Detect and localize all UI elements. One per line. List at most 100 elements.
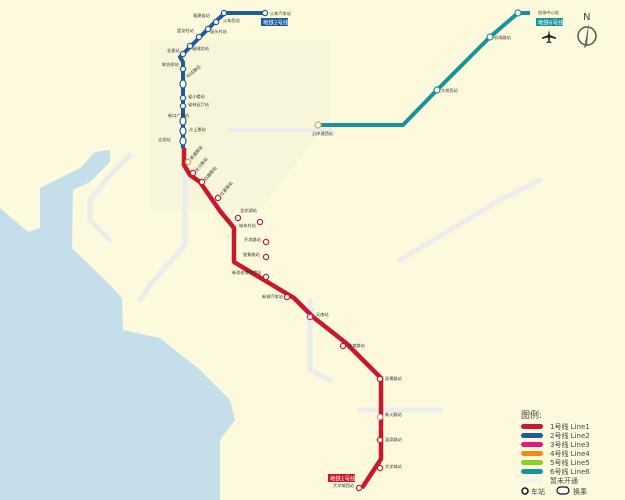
compass-icon: N xyxy=(577,12,597,48)
station-label: 金星站 xyxy=(167,47,180,54)
station-marker[interactable] xyxy=(306,313,314,321)
line2-badge xyxy=(261,18,288,26)
legend-swatch xyxy=(521,424,543,429)
urban-district xyxy=(150,40,330,210)
station-marker[interactable] xyxy=(314,121,322,129)
station-label: 温泉路站 xyxy=(385,436,402,443)
station-label: 盘龙村站 xyxy=(177,27,194,34)
station-label: 城东村站 xyxy=(239,222,256,229)
station-marker[interactable] xyxy=(179,50,187,58)
legend-label: 3号线 Line3 xyxy=(550,440,590,449)
station-label: 新发老博物馆站 xyxy=(232,269,261,276)
planned-lines xyxy=(87,127,543,413)
station-marker[interactable] xyxy=(256,218,264,226)
transfer-marker[interactable] xyxy=(179,126,187,136)
line2-badge-label: 地铁2号线 xyxy=(263,19,289,27)
station-label: 火车汽车站 xyxy=(270,10,291,17)
station-marker[interactable] xyxy=(195,33,203,41)
water-body xyxy=(0,150,235,500)
transfer-marker[interactable] xyxy=(179,79,187,89)
station-marker[interactable] xyxy=(261,9,269,17)
station-label: 星象路站 xyxy=(243,251,260,258)
legend-item-line5: 5号线 Line5 xyxy=(521,458,590,467)
legend-transfer-label: 换乘 xyxy=(573,487,587,496)
legend-swatch xyxy=(521,451,543,456)
legend-swatch xyxy=(521,442,543,447)
station-marker[interactable] xyxy=(514,9,522,17)
station-marker[interactable] xyxy=(179,65,187,73)
station-marker[interactable] xyxy=(262,253,270,261)
station-marker[interactable] xyxy=(376,436,384,444)
line1-stations xyxy=(184,158,384,492)
station-marker[interactable] xyxy=(376,464,384,472)
legend: 图例: 1号线 Line1 2号线 Line2 3号线 Line3 4号线 Li… xyxy=(521,409,590,496)
station-label: 福绒坊站 xyxy=(192,45,209,52)
legend-swatch xyxy=(521,478,543,483)
station-marker[interactable] xyxy=(186,42,194,50)
line1-track[interactable] xyxy=(181,148,384,490)
station-marker[interactable] xyxy=(376,413,384,421)
station-label: 省小楼站 xyxy=(188,93,205,100)
station-marker[interactable] xyxy=(283,293,291,301)
station-marker[interactable] xyxy=(339,342,347,350)
station-label: 沿岸浦西站 xyxy=(312,130,333,137)
station-label: 吉龙站 xyxy=(158,136,171,143)
legend-title: 图例: xyxy=(521,409,542,421)
station-marker[interactable] xyxy=(212,18,220,26)
station-marker[interactable] xyxy=(234,214,242,222)
station-label: 大学城西站 xyxy=(333,482,354,489)
station-label: 龙花湖站 xyxy=(240,207,257,214)
legend-item-planned: 暂未开通 xyxy=(521,476,578,485)
station-symbol-icon xyxy=(521,487,529,495)
transfer-marker[interactable] xyxy=(179,116,187,126)
station-marker[interactable] xyxy=(179,102,187,110)
station-marker[interactable] xyxy=(433,86,441,94)
station-label: 大桥西站 xyxy=(441,87,458,94)
station-marker[interactable] xyxy=(179,94,187,102)
station-marker[interactable] xyxy=(262,273,270,281)
legend-swatch xyxy=(521,433,543,438)
station-label: 双景路站 xyxy=(385,375,402,382)
station-marker[interactable] xyxy=(189,169,197,177)
airplane-icon xyxy=(542,30,556,44)
legend-item-line4: 4号线 Line4 xyxy=(521,449,590,458)
station-marker[interactable] xyxy=(204,25,212,33)
legend-station-label: 车站 xyxy=(531,487,545,496)
line1-badge xyxy=(328,474,355,482)
transfer-symbol-icon xyxy=(556,486,570,495)
station-label: 新火路站 xyxy=(385,411,402,418)
station-marker[interactable] xyxy=(220,9,228,17)
line2-stations xyxy=(179,9,269,146)
station-marker[interactable] xyxy=(214,194,222,202)
legend-label: 6号线 Line6 xyxy=(550,467,590,476)
station-marker[interactable] xyxy=(355,484,363,492)
station-marker[interactable] xyxy=(198,178,206,186)
svg-text:N: N xyxy=(583,12,590,23)
station-label: 新口广场站 xyxy=(168,112,189,119)
transfer-marker[interactable] xyxy=(179,136,187,146)
legend-label: 5号线 Line5 xyxy=(550,458,590,467)
station-marker[interactable] xyxy=(376,375,384,383)
station-marker[interactable] xyxy=(184,158,192,166)
station-label: 火车西站 xyxy=(223,17,240,24)
legend-swatch xyxy=(521,469,543,474)
legend-label: 4号线 Line4 xyxy=(550,449,590,458)
legend-swatch xyxy=(521,460,543,465)
station-marker[interactable] xyxy=(486,33,494,41)
station-label: 体育路站 xyxy=(348,342,365,349)
line6-stations xyxy=(314,9,522,129)
line6-badge xyxy=(536,18,563,26)
station-label: 开发路站 xyxy=(244,236,261,243)
station-marker[interactable] xyxy=(262,238,270,246)
station-label: 福建省站 xyxy=(193,12,210,19)
legend-label: 暂未开通 xyxy=(550,476,578,485)
legend-item-line3: 3号线 Line3 xyxy=(521,440,590,449)
station-label: 新城汽车站 xyxy=(262,293,283,300)
legend-label: 2号线 Line2 xyxy=(550,431,590,440)
line1-badge-label: 地铁1号线 xyxy=(330,475,356,483)
station-label: 联合桥站 xyxy=(162,61,179,68)
legend-item-line1: 1号线 Line1 xyxy=(521,422,590,431)
station-label: 溪头村站 xyxy=(210,28,227,35)
